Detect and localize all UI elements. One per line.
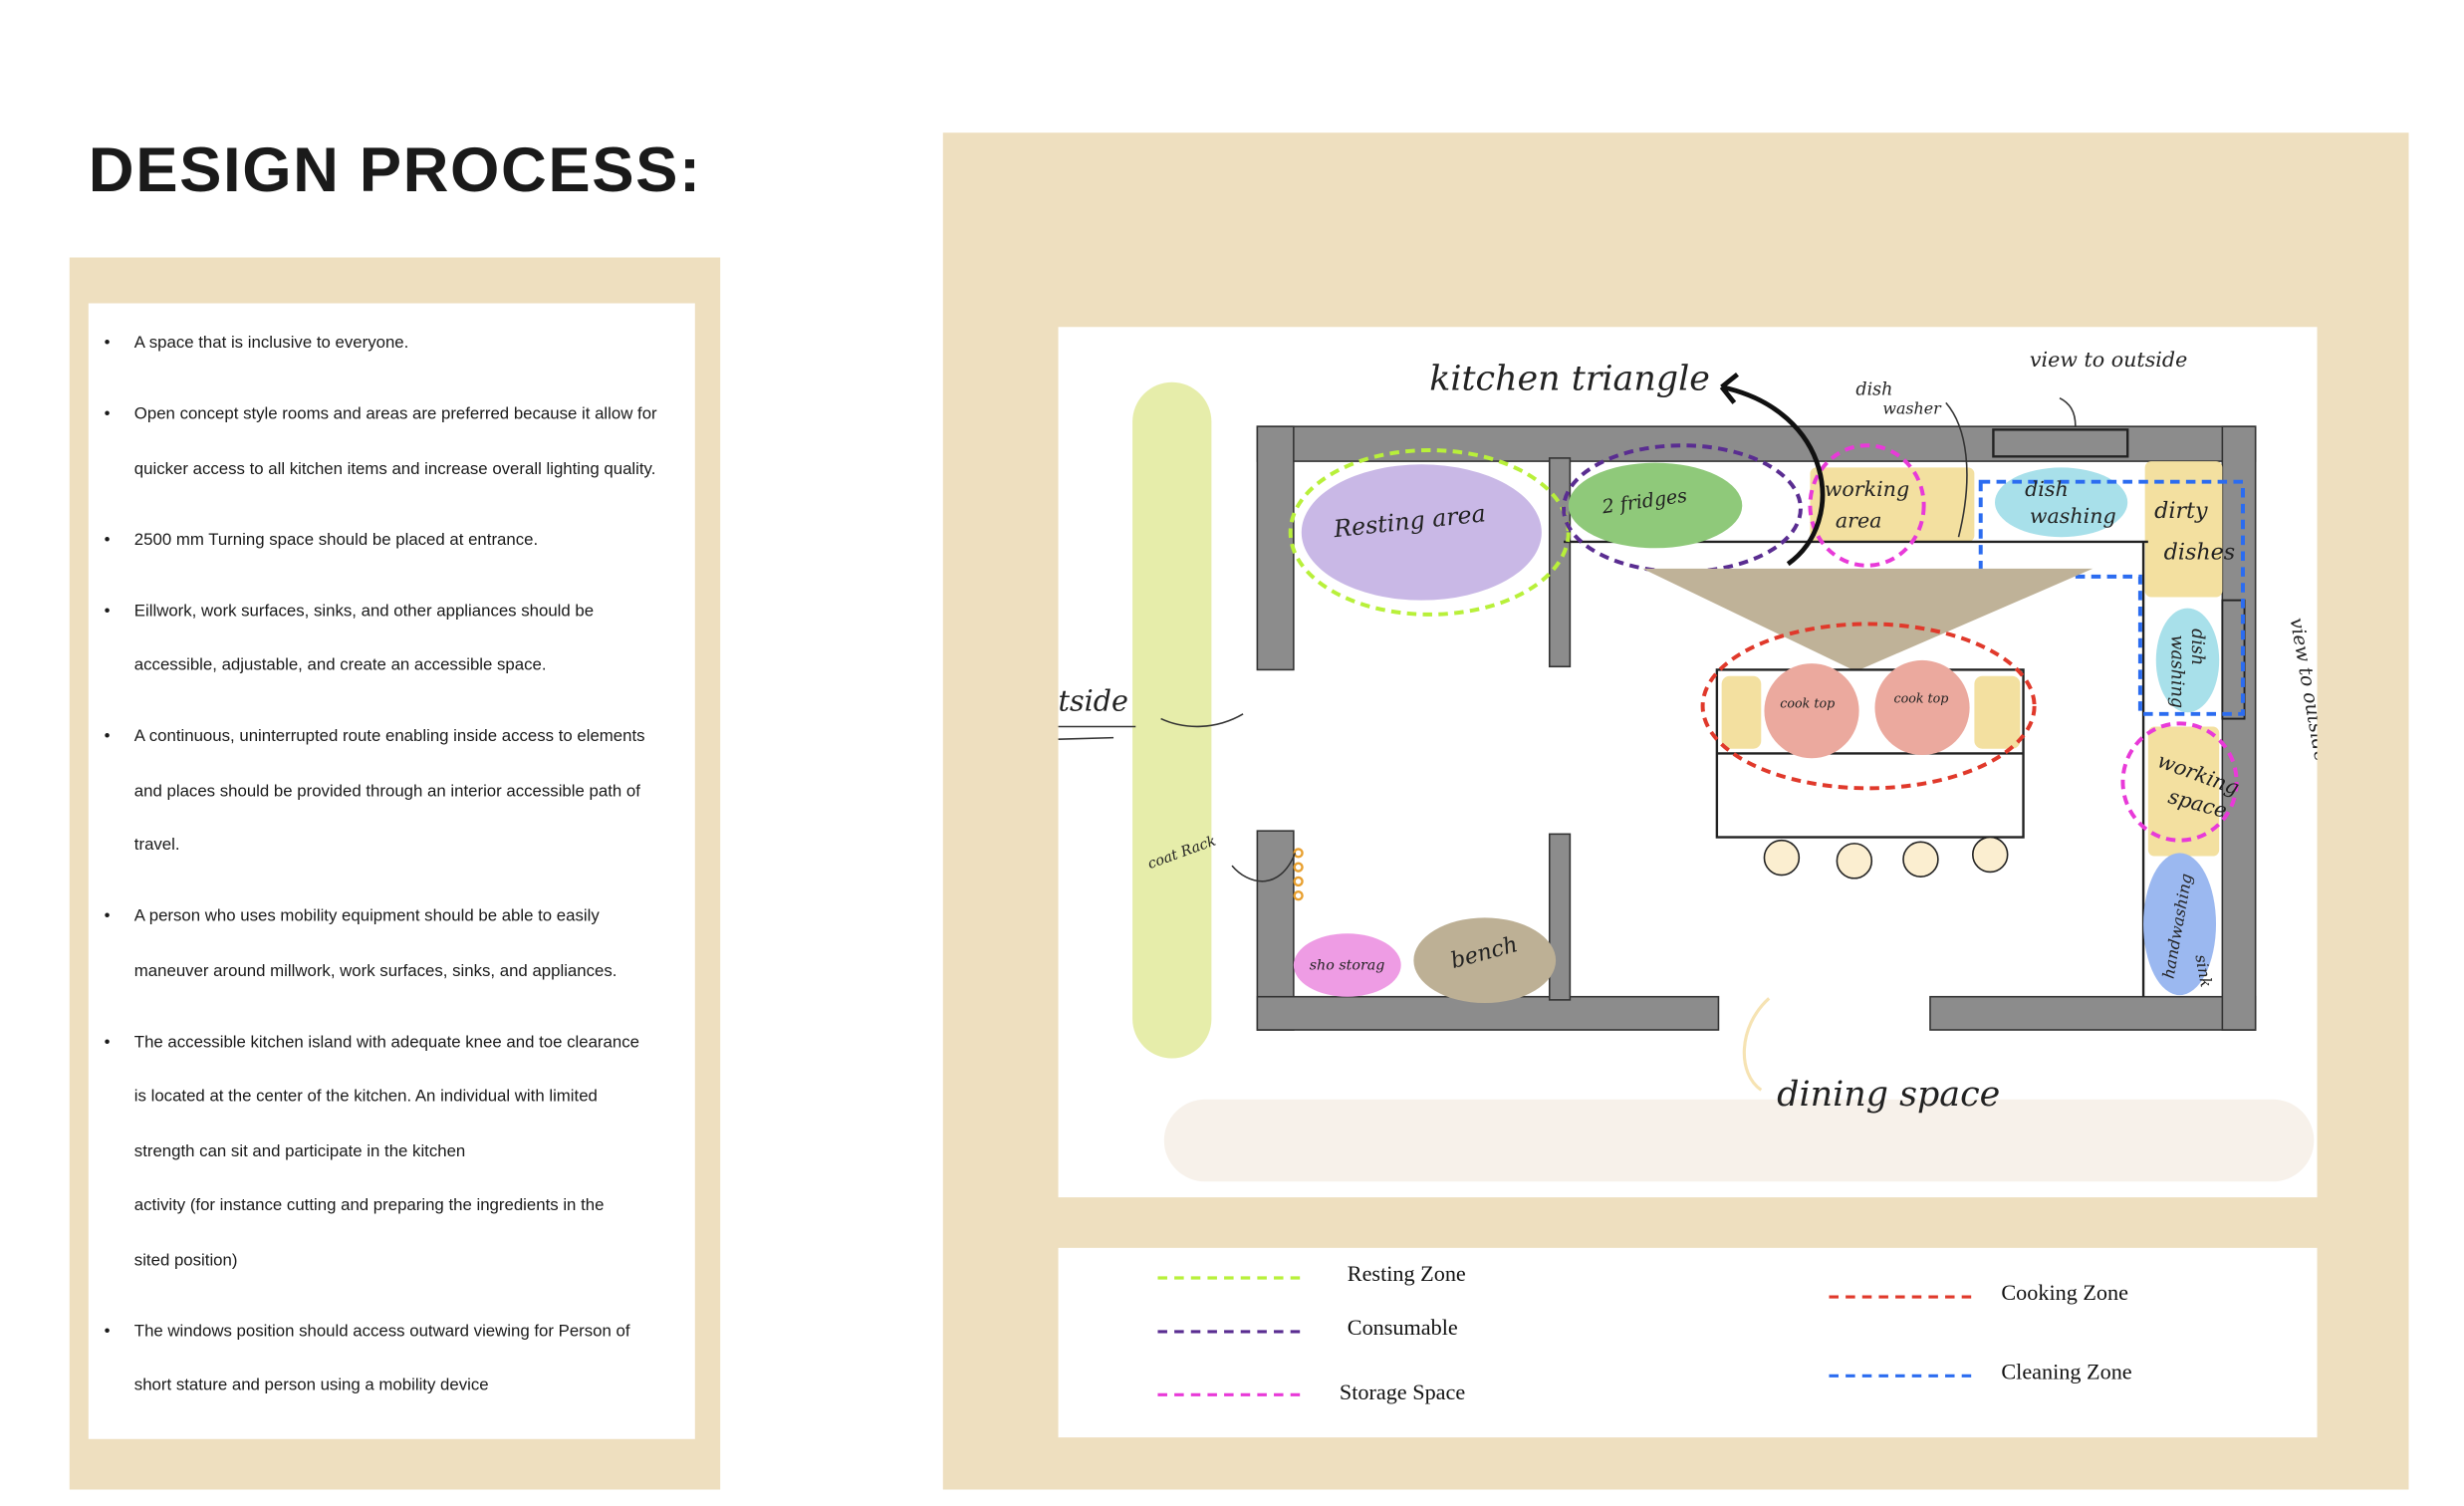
bench	[1413, 917, 1557, 1004]
legend-label-storage: Storage Space	[1339, 1381, 1466, 1406]
requirements-card: •A space that is inclusive to everyone.•…	[88, 303, 695, 1439]
right-window	[2221, 599, 2246, 720]
kitchen-triangle	[1642, 568, 2094, 672]
handwashing-sink	[2143, 853, 2217, 996]
requirement-text: A space that is inclusive to everyone.	[133, 333, 409, 353]
legend-label-cooking: Cooking Zone	[2001, 1282, 2129, 1307]
requirement-text: The windows position should access outwa…	[133, 1321, 630, 1341]
requirement-item: • 2500 mm Turning space should be placed …	[89, 513, 657, 568]
outside-label: tside	[1059, 685, 1128, 718]
dish-washing-top	[1994, 467, 2128, 538]
legend-swatch-cooking	[1829, 1295, 1972, 1299]
cooktop-label-2: cook top	[1893, 691, 1948, 706]
cooktop	[1764, 663, 1859, 759]
floor-plan-svg: kitchen triangle dish washer view to out…	[1058, 348, 2333, 1182]
bullet-icon: •	[104, 403, 111, 424]
bullet-icon: •	[104, 530, 111, 550]
requirement-text: strength can sit and participate in the …	[133, 1140, 466, 1160]
cooktop	[1874, 659, 1970, 756]
dining-space-label: dining space	[1777, 1075, 2000, 1115]
requirement-item: • The accessible kitchen island with adeq…	[89, 1015, 657, 1288]
requirement-text: short stature and person using a mobilit…	[133, 1376, 489, 1395]
dish-washer-label-1: dish	[1855, 379, 1892, 399]
cooktop-label-1: cook top	[1780, 695, 1835, 710]
working-area-label-1: working	[1825, 477, 1909, 501]
storage-working-space-outline	[2120, 721, 2239, 843]
stools	[1763, 836, 2009, 879]
requirement-text: accessible, adjustable, and create an ac…	[133, 655, 547, 675]
legend-swatch-consumable	[1157, 1330, 1301, 1334]
dish-washing-label-1: dish	[2025, 477, 2069, 501]
requirement-text: travel.	[133, 835, 180, 855]
bullet-icon: •	[104, 726, 111, 746]
dish-washing-right-label-2: washing	[2167, 635, 2187, 708]
cooking-zone-outline	[1700, 622, 2037, 791]
requirement-item: • The windows position should access outw…	[89, 1304, 657, 1412]
outside-path	[1132, 381, 1212, 1059]
requirement-item: • Eillwork, work surfaces, sinks, and oth…	[89, 584, 657, 692]
dining-space-band	[1163, 1099, 2315, 1182]
requirement-text: is located at the center of the kitchen.…	[133, 1087, 598, 1107]
coat-hooks	[1293, 848, 1304, 901]
dirty-dishes-label-2: dishes	[2164, 539, 2236, 565]
working-area-label-2: area	[1836, 509, 1882, 533]
legend-swatch-cleaning	[1829, 1374, 1972, 1378]
legend-label-consumable: Consumable	[1347, 1317, 1458, 1342]
kitchen-floor-plan: kitchen triangle dish washer view to out…	[1058, 327, 2333, 1198]
dish-washer-label-2: washer	[1882, 399, 1942, 418]
requirements-panel: •A space that is inclusive to everyone.•…	[69, 257, 721, 1490]
bullet-icon: •	[104, 601, 111, 621]
legend-swatch-storage	[1157, 1392, 1301, 1396]
shoe-storage	[1293, 933, 1401, 997]
requirement-text: A person who uses mobility equipment sho…	[133, 906, 600, 926]
requirement-text: sited position)	[133, 1250, 238, 1270]
fridges	[1568, 462, 1743, 549]
legend-label-resting: Resting Zone	[1347, 1263, 1466, 1288]
bullet-icon: •	[104, 333, 111, 353]
page-title: DESIGN PROCESS:	[88, 135, 702, 206]
requirements-list: •A space that is inclusive to everyone.•…	[89, 316, 657, 1429]
legend-swatch-resting	[1157, 1276, 1301, 1280]
legend: Resting Zone Consumable Storage Space Co…	[1058, 1247, 2318, 1438]
dish-washing-right-label-1: dish	[2187, 628, 2207, 665]
bullet-icon: •	[104, 906, 111, 926]
requirement-text: The accessible kitchen island with adequ…	[133, 1032, 639, 1052]
requirement-text: activity (for instance cutting and prepa…	[133, 1195, 605, 1215]
requirement-item: • Open concept style rooms and areas are …	[89, 387, 657, 496]
requirement-text: Open concept style rooms and areas are p…	[133, 403, 657, 424]
requirement-item: • A space that is inclusive to everyone.	[89, 316, 657, 371]
kitchen-triangle-label: kitchen triangle	[1429, 360, 1710, 399]
requirement-text: maneuver around millwork, work surfaces,…	[133, 961, 617, 981]
requirement-text: 2500 mm Turning space should be placed a…	[133, 530, 539, 550]
resting-zone-outline	[1288, 447, 1571, 617]
shoe-storage-label: sho storag	[1310, 958, 1385, 974]
requirement-item: • A continuous, uninterrupted route enabl…	[89, 709, 657, 873]
resting-area	[1301, 464, 1542, 601]
dish-washing-right	[2155, 608, 2220, 713]
counter-dirty-dishes	[2144, 461, 2223, 598]
dish-washing-label-2: washing	[2030, 504, 2116, 528]
storage-working-area-outline	[1808, 443, 1926, 568]
requirement-text: A continuous, uninterrupted route enabli…	[133, 726, 645, 746]
triangle-arrow	[1719, 373, 1826, 567]
requirement-text: quicker access to all kitchen items and …	[133, 458, 656, 478]
bullet-icon: •	[104, 1321, 111, 1341]
counter-working-area	[1810, 467, 1975, 542]
top-window	[1992, 428, 2129, 458]
view-to-outside-right-label: view to outside	[2286, 617, 2318, 764]
bullet-icon: •	[104, 1032, 111, 1052]
requirement-text: and places should be provided through an…	[133, 781, 640, 801]
counter-working-space	[2147, 726, 2220, 857]
requirement-item: • A person who uses mobility equipment sh…	[89, 889, 657, 998]
dirty-dishes-label-1: dirty	[2154, 498, 2208, 524]
requirement-text: Eillwork, work surfaces, sinks, and othe…	[133, 601, 595, 621]
view-to-outside-top-label: view to outside	[2030, 348, 2187, 372]
legend-label-cleaning: Cleaning Zone	[2001, 1362, 2132, 1385]
